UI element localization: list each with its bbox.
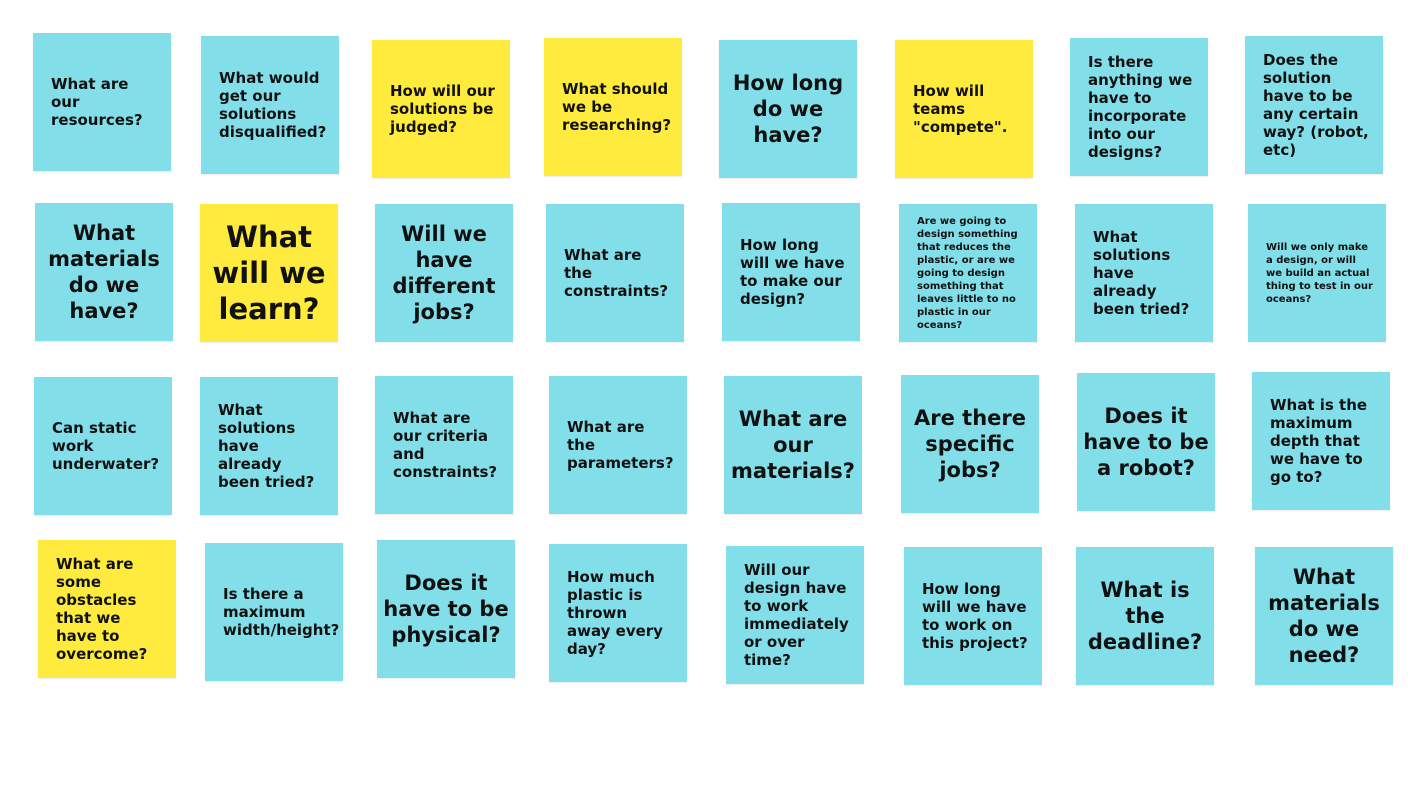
sticky-note-text: Are we going to design something that re… [917,215,1018,331]
sticky-note-text: What would get our solutions disqualifie… [219,69,327,141]
sticky-note: Is there anything we have to incorporate… [1070,38,1208,176]
sticky-note: What are the parameters? [549,376,687,514]
sticky-note: What solutions have already been tried? [200,377,338,515]
sticky-note-text: What are our resources? [51,75,143,129]
sticky-note: Can static work underwater? [34,377,172,515]
sticky-note: What are the constraints? [546,204,684,342]
sticky-note: Does the solution have to be any certain… [1245,36,1383,174]
sticky-note-text: Can static work underwater? [52,419,160,473]
sticky-note-text: Will we only make a design, or will we b… [1266,241,1373,305]
sticky-note-text: What are our materials? [731,407,855,483]
sticky-note: Are there specific jobs? [901,375,1039,513]
sticky-note-text: How long will we have to work on this pr… [922,580,1028,652]
sticky-note-text: What are the parameters? [567,418,674,472]
sticky-note: How long will we have to make our design… [722,203,860,341]
sticky-note-text: Does it have to be a robot? [1083,404,1209,480]
sticky-note-text: Are there specific jobs? [914,406,1026,482]
sticky-note: What is the maximum depth that we have t… [1252,372,1390,510]
sticky-note: What are some obstacles that we have to … [38,540,176,678]
sticky-note: How long will we have to work on this pr… [904,547,1042,685]
sticky-note-text: Does it have to be physical? [383,571,509,647]
sticky-note-text: How long will we have to make our design… [740,236,845,308]
sticky-note-text: Will we have different jobs? [392,222,496,324]
sticky-note-text: What materials do we need? [1268,565,1380,667]
sticky-note: How will our solutions be judged? [372,40,510,178]
sticky-note-text: What are our criteria and constraints? [393,409,498,481]
sticky-note-text: Does the solution have to be any certain… [1263,51,1369,159]
sticky-note: Will we have different jobs? [375,204,513,342]
sticky-note: What is the deadline? [1076,547,1214,685]
sticky-note: What are our materials? [724,376,862,514]
sticky-note-text: Is there anything we have to incorporate… [1088,53,1193,161]
sticky-note-text: Will our design have to work immediately… [744,561,849,669]
sticky-note-text: How much plastic is thrown away every da… [567,568,663,658]
sticky-note: Does it have to be physical? [377,540,515,678]
sticky-note-text: What materials do we have? [48,221,160,323]
sticky-note-text: How will our solutions be judged? [390,82,495,136]
sticky-note-text: What are the constraints? [564,246,669,300]
sticky-note-text: Is there a maximum width/height? [223,585,340,639]
sticky-note: What are our resources? [33,33,171,171]
sticky-note: Will our design have to work immediately… [726,546,864,684]
sticky-note: How long do we have? [719,40,857,178]
sticky-note-text: What is the maximum depth that we have t… [1270,396,1368,486]
sticky-note: What solutions have already been tried? [1075,204,1213,342]
sticky-note: What should we be researching? [544,38,682,176]
sticky-note-text: What is the deadline? [1087,578,1203,654]
sticky-note: Are we going to design something that re… [899,204,1037,342]
sticky-note: What would get our solutions disqualifie… [201,36,339,174]
sticky-note: How will teams "compete". [895,40,1033,178]
sticky-note-text: What will we learn? [212,220,326,326]
sticky-note: What materials do we have? [35,203,173,341]
sticky-note: What are our criteria and constraints? [375,376,513,514]
sticky-note: What will we learn? [200,204,338,342]
sticky-note: What materials do we need? [1255,547,1393,685]
sticky-note-text: What are some obstacles that we have to … [56,555,148,663]
sticky-note-text: What solutions have already been tried? [218,401,315,491]
sticky-note: Will we only make a design, or will we b… [1248,204,1386,342]
sticky-note-text: How will teams "compete". [913,82,1008,136]
sticky-note: Is there a maximum width/height? [205,543,343,681]
sticky-note: Does it have to be a robot? [1077,373,1215,511]
sticky-note-text: What should we be researching? [562,80,672,134]
sticky-note: How much plastic is thrown away every da… [549,544,687,682]
sticky-note-text: What solutions have already been tried? [1093,228,1190,318]
sticky-note-text: How long do we have? [732,71,844,147]
